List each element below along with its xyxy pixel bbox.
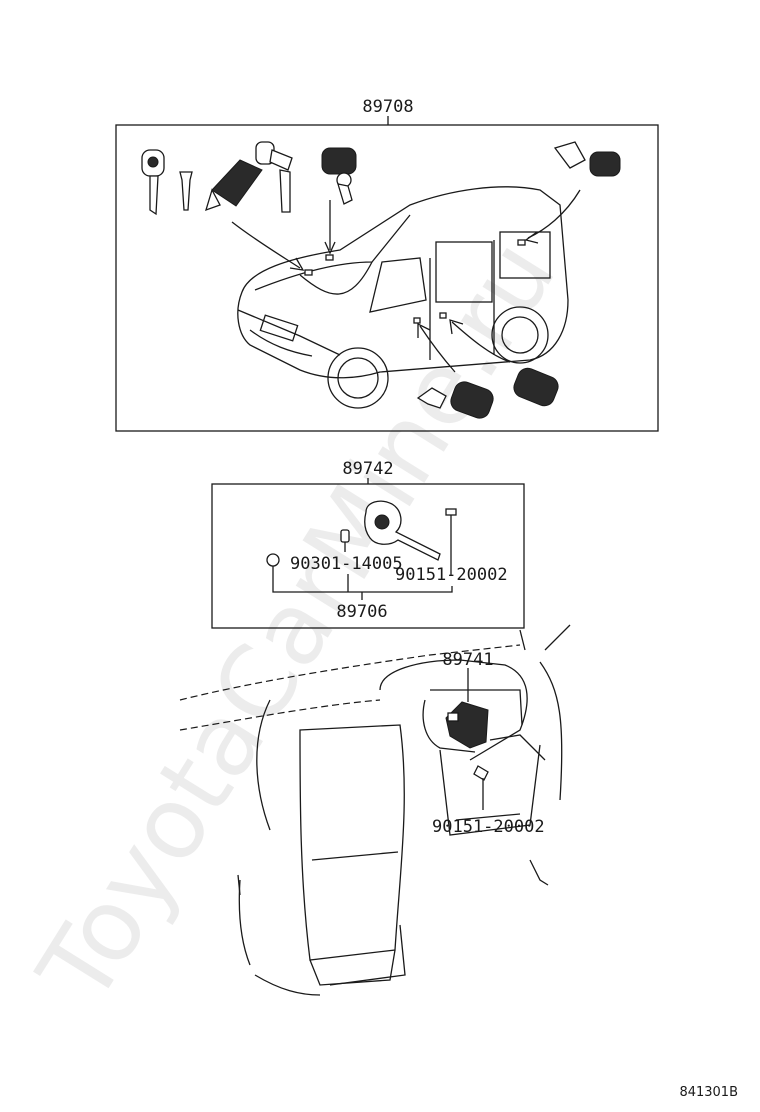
slide-door-cylinder-icon bbox=[416, 381, 494, 419]
immobilizer-unit-icon bbox=[445, 701, 489, 749]
drawing-code: 841301B bbox=[679, 1085, 738, 1100]
immobilizer-screw-icon bbox=[473, 765, 489, 810]
screw-icon bbox=[445, 508, 457, 575]
label-89742[interactable]: 89742 bbox=[342, 459, 393, 479]
box-89708 bbox=[115, 124, 659, 432]
side-door-cylinder-icon bbox=[513, 367, 559, 407]
ignition-cylinder-icon bbox=[205, 141, 293, 213]
door-cylinder-icon bbox=[321, 147, 357, 205]
label-90151-20002-key[interactable]: 90151-20002 bbox=[395, 565, 508, 585]
pointer-arrows bbox=[231, 189, 581, 373]
dashboard-illustration bbox=[179, 624, 571, 996]
box-89742 bbox=[211, 483, 525, 629]
key-blank-icon bbox=[179, 171, 193, 211]
back-door-cylinder-icon bbox=[553, 141, 621, 177]
small-plate-icon bbox=[340, 529, 350, 552]
key-icon bbox=[141, 149, 165, 216]
van-illustration bbox=[237, 186, 569, 409]
master-key-icon bbox=[364, 500, 441, 561]
label-89706[interactable]: 89706 bbox=[336, 602, 387, 622]
label-89708[interactable]: 89708 bbox=[362, 97, 413, 117]
label-89741[interactable]: 89741 bbox=[442, 650, 493, 670]
transponder-icon bbox=[266, 553, 280, 567]
label-90301-14005[interactable]: 90301-14005 bbox=[290, 554, 403, 574]
label-90151-20002-immobilizer[interactable]: 90151-20002 bbox=[432, 817, 545, 837]
